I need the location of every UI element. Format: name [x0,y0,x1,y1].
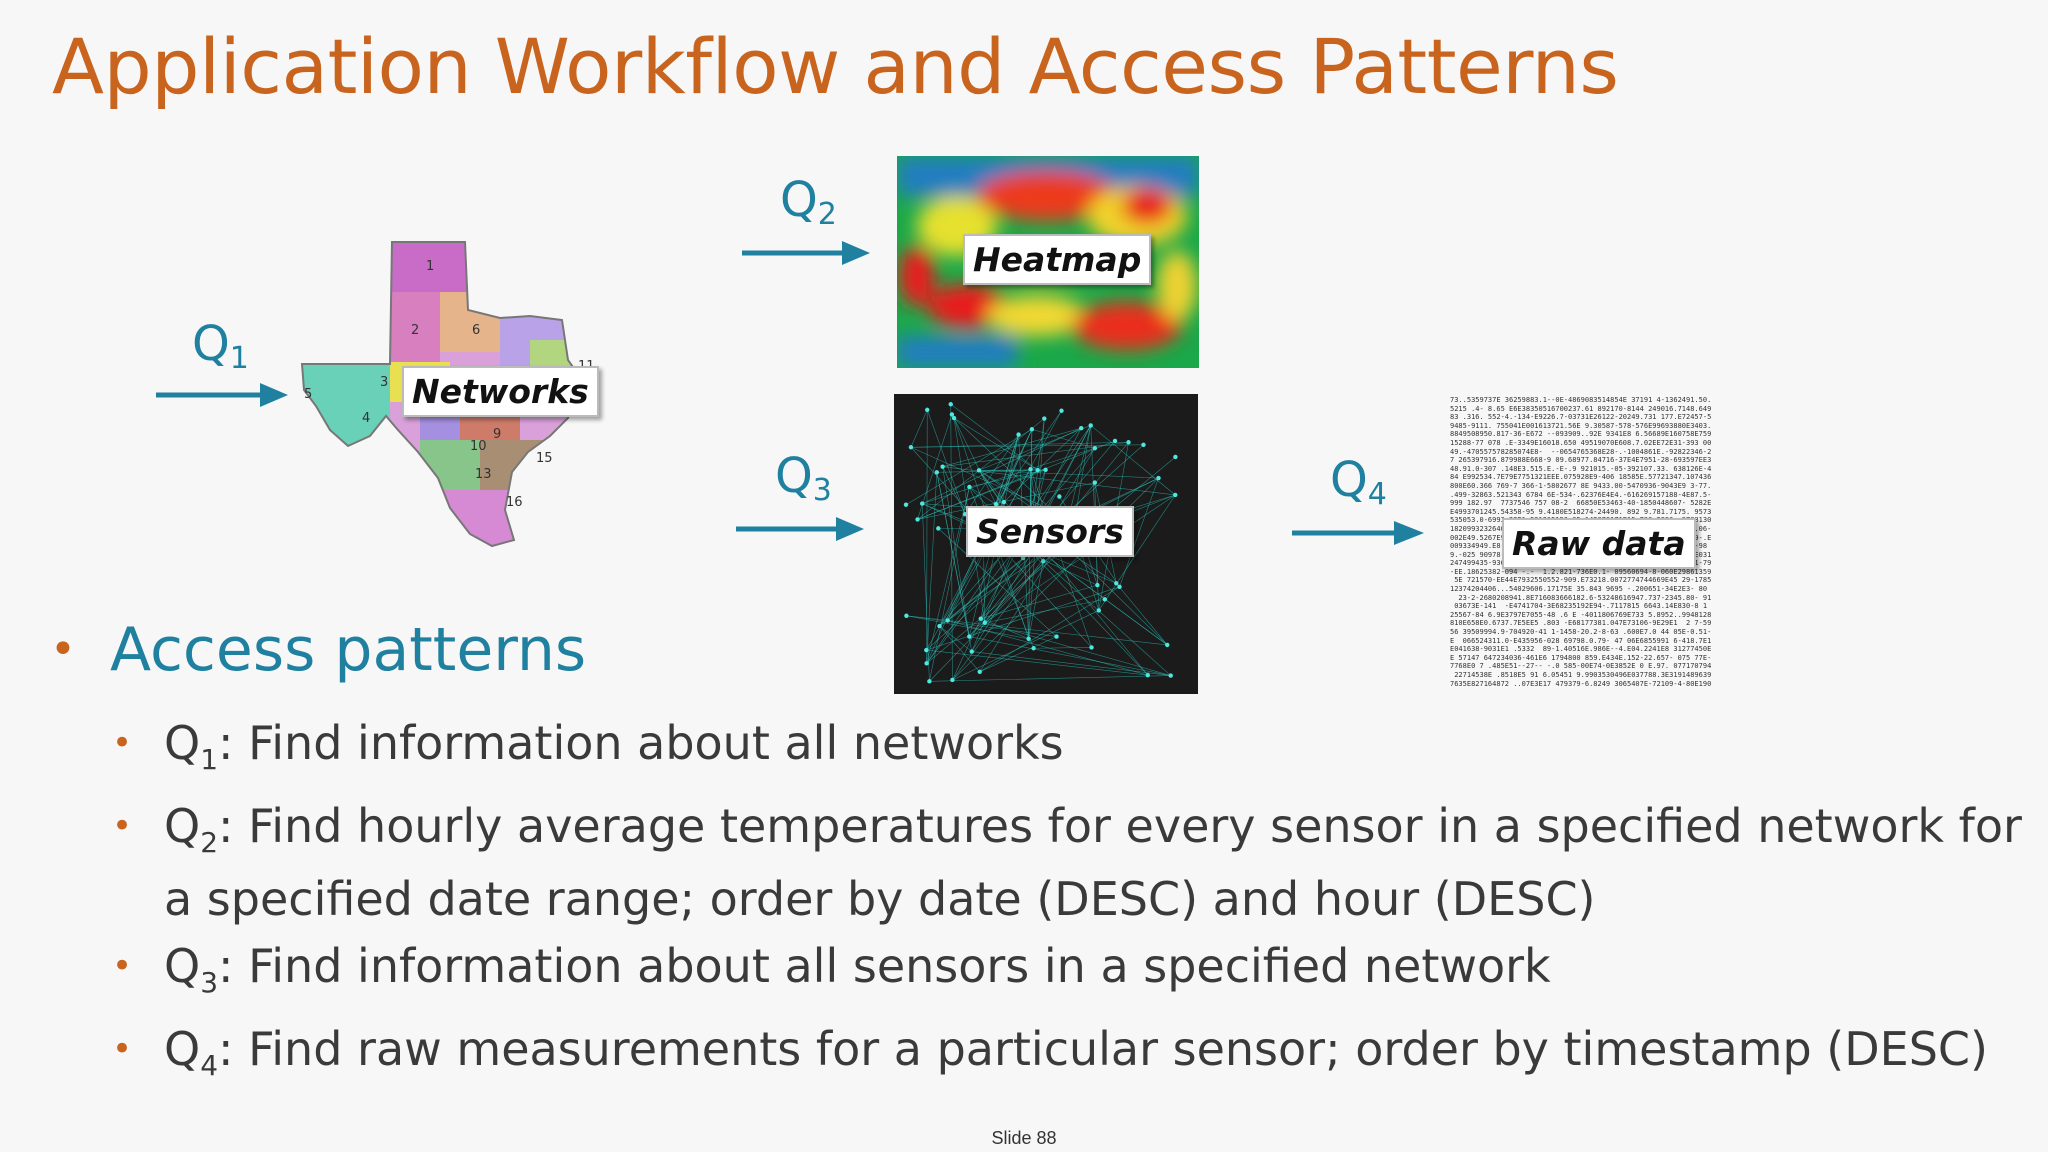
q1-label: Q1 [192,316,249,376]
bullet-dot: • [112,946,133,986]
slide-title: Application Workflow and Access Patterns [52,22,1619,111]
q3-label: Q3 [775,448,832,508]
q1-arrow [156,383,288,407]
map-region-16: 16 [506,495,523,510]
raw-data-image: 73..5359737E 36259883.1--0E-486908351485… [1450,396,1746,696]
networks-label: Networks [402,366,599,417]
map-region-2: 2 [411,323,419,338]
q4-arrow [1292,521,1424,545]
bullet-dot: • [112,806,133,846]
map-region-15: 15 [536,451,553,466]
map-region-4: 4 [362,411,370,426]
q2-label: Q2 [780,172,837,232]
map-region-10: 10 [470,439,487,454]
access-patterns-heading: •Access patterns [50,615,587,685]
raw-data-label: Raw data [1502,518,1696,569]
bullet-dot: • [112,723,133,763]
heatmap-label: Heatmap [963,234,1152,285]
bullet-dot: • [112,1029,133,1069]
map-region-5: 5 [304,387,312,402]
map-region-3: 3 [380,375,388,390]
q4-label: Q4 [1330,452,1387,512]
map-region-1: 1 [426,259,434,274]
map-region-6: 6 [472,323,480,338]
bullet-dot: • [50,624,76,675]
slide-number: Slide 88 [991,1128,1057,1148]
q2-arrow [742,241,870,265]
map-region-9: 9 [493,427,501,442]
q3-arrow [736,517,864,541]
map-region-13: 13 [475,467,492,482]
sensors-label: Sensors [966,506,1134,557]
